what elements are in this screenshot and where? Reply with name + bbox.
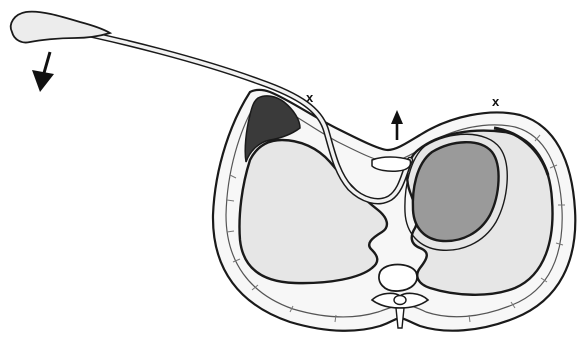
sternum	[372, 157, 411, 171]
down-left-arrow-icon	[32, 52, 54, 92]
label-x-right: x	[492, 95, 499, 108]
label-x-left: x	[306, 91, 313, 104]
up-arrow-icon	[391, 110, 403, 140]
